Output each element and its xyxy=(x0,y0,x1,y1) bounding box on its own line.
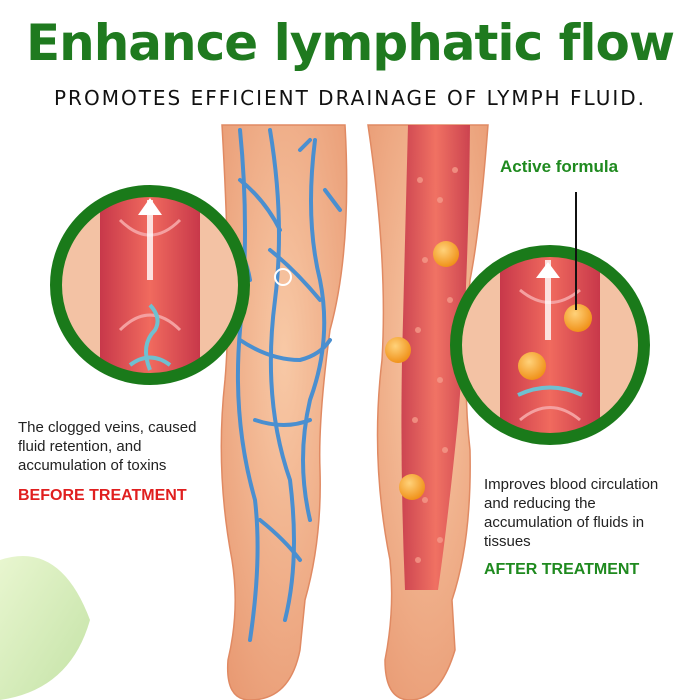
formula-orbs xyxy=(385,241,459,500)
before-treatment-label: BEFORE TREATMENT xyxy=(18,487,187,504)
after-treatment-label: AFTER TREATMENT xyxy=(484,561,640,578)
subheadline: PROMOTES EFFICIENT DRAINAGE OF LYMPH FLU… xyxy=(54,86,646,110)
lymph-droplets xyxy=(412,167,458,563)
magnifier-circle-after xyxy=(450,245,650,445)
before-description: The clogged veins, caused fluid retentio… xyxy=(18,419,197,474)
magnifier-circle-before xyxy=(50,185,292,385)
active-formula-label: Active formula xyxy=(500,157,619,176)
leaf-decoration xyxy=(0,556,90,700)
headline: Enhance lymphatic flow xyxy=(25,14,675,72)
vein-network xyxy=(223,128,342,642)
after-description: Improves blood circulation and reducing … xyxy=(484,476,659,550)
drainage-channel xyxy=(401,125,470,590)
